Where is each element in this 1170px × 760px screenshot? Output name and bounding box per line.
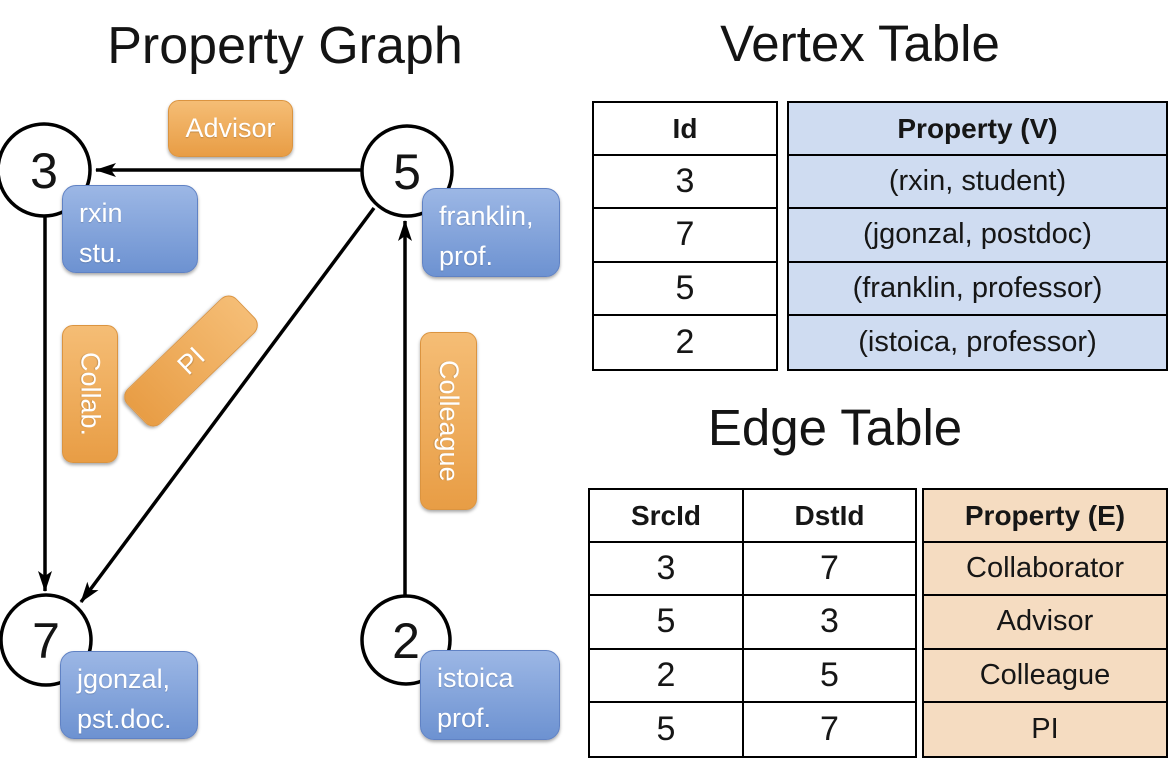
node-property-2-line1: istoica <box>437 663 514 693</box>
node-label-5: 5 <box>393 144 421 200</box>
node-property-box-5: franklin, prof. <box>422 188 560 277</box>
vertex-property-cell: (istoica, professor) <box>858 325 1097 358</box>
vertex-table-title: Vertex Table <box>720 15 1000 72</box>
edge-label-collab-text: Collab. <box>75 351 106 437</box>
node-property-box-3: rxin stu. <box>62 185 198 273</box>
property-graph-title: Property Graph <box>107 17 463 75</box>
edge-table-title: Edge Table <box>707 399 963 456</box>
vertex-id-cell: 7 <box>594 209 776 263</box>
edge-property-cell: Collaborator <box>924 543 1166 597</box>
edge-label-advisor: Advisor <box>168 100 293 157</box>
node-property-box-7: jgonzal, pst.doc. <box>60 651 198 739</box>
edge-property-cell: PI <box>1031 712 1059 745</box>
edge-label-advisor-text: Advisor <box>185 113 276 143</box>
vertex-property-header: Property (V) <box>789 103 1166 157</box>
vertex-id-cell: 2 <box>675 322 695 361</box>
edge-label-collab: Collab. <box>62 325 118 463</box>
edge-property-cell: Colleague <box>924 650 1166 703</box>
vertex-property-cell: (jgonzal, postdoc) <box>789 209 1166 263</box>
vertex-table-property-column: Property (V) (rxin, student) (jgonzal, p… <box>787 101 1168 371</box>
node-property-5-line2: prof. <box>439 241 494 271</box>
vertex-id-cell: 5 <box>594 263 776 316</box>
edge-dstid-cell: 3 <box>742 596 915 650</box>
node-property-box-2: istoica prof. <box>420 650 560 740</box>
node-label-7: 7 <box>32 613 60 669</box>
edge-srcid-header: SrcId <box>590 490 742 544</box>
node-property-5-line1: franklin, <box>439 201 534 231</box>
node-label-2: 2 <box>392 613 420 669</box>
vertex-property-cell: (rxin, student) <box>789 156 1166 210</box>
edge-property-cell: Advisor <box>924 596 1166 650</box>
edge-label-colleague-text: Colleague <box>434 360 464 482</box>
vertex-property-cell: (franklin, professor) <box>789 263 1166 316</box>
node-label-3: 3 <box>30 143 58 199</box>
node-property-3-line1: rxin <box>79 198 123 228</box>
node-property-3-line2: stu. <box>79 238 123 268</box>
edge-table-property-column: Property (E) Collaborator Advisor Collea… <box>922 488 1168 758</box>
node-property-7-line1: jgonzal, <box>77 664 171 694</box>
edge-dstid-cell: 7 <box>742 702 915 756</box>
node-property-7-line2: pst.doc. <box>77 704 172 734</box>
edge-srcid-cell: 5 <box>590 596 742 650</box>
edge-srcid-cell: 5 <box>656 709 676 748</box>
edge-property-header: Property (E) <box>924 490 1166 544</box>
edge-arrow-5-to-7 <box>79 206 376 604</box>
vertex-table-id-column: Id 3 7 5 2 <box>592 101 778 371</box>
edge-dstid-cell: 5 <box>742 649 915 703</box>
vertex-id-header: Id <box>594 103 776 157</box>
edge-label-pi-text: PI <box>171 340 211 381</box>
edge-table-id-columns: SrcId DstId 3 7 5 3 2 5 5 7 <box>588 488 917 758</box>
node-property-2-line2: prof. <box>437 703 492 733</box>
edge-label-colleague: Colleague <box>420 332 477 510</box>
edge-dstid-header: DstId <box>742 490 915 544</box>
vertex-id-cell: 3 <box>594 156 776 210</box>
edge-dstid-cell: 7 <box>742 543 915 597</box>
edge-srcid-cell: 3 <box>590 543 742 597</box>
edge-srcid-cell: 2 <box>590 650 742 703</box>
